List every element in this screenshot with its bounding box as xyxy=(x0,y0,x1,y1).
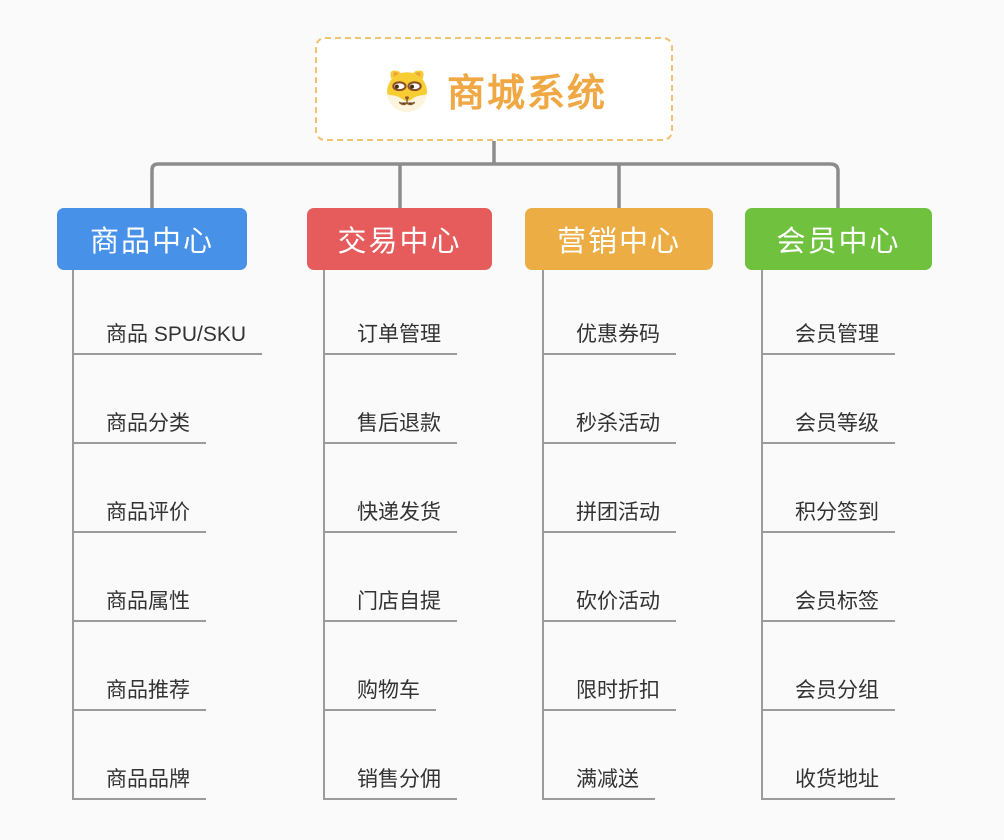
child-label: 商品评价 xyxy=(72,500,206,533)
child-node[interactable]: 收货地址 xyxy=(761,711,1003,800)
child-label: 商品推荐 xyxy=(72,678,206,711)
child-node[interactable]: 优惠券码 xyxy=(542,270,784,355)
child-label: 销售分佣 xyxy=(323,767,457,800)
child-label: 限时折扣 xyxy=(542,678,676,711)
child-label: 拼团活动 xyxy=(542,500,676,533)
children-column-members: 会员管理 会员等级 积分签到 会员标签 会员分组 收货地址 xyxy=(761,270,1003,800)
child-label: 会员管理 xyxy=(761,322,895,355)
root-node[interactable]: 商城系统 xyxy=(315,37,673,141)
child-node[interactable]: 拼团活动 xyxy=(542,444,784,533)
branch-label: 营销中心 xyxy=(556,226,681,258)
child-node[interactable]: 会员分组 xyxy=(761,622,1003,711)
branch-node-members[interactable]: 会员中心 xyxy=(745,208,932,270)
child-label: 订单管理 xyxy=(323,322,457,355)
child-node[interactable]: 会员等级 xyxy=(761,355,1003,444)
child-label: 商品分类 xyxy=(72,411,206,444)
child-node[interactable]: 秒杀活动 xyxy=(542,355,784,444)
root-title: 商城系统 xyxy=(446,72,607,115)
child-node[interactable]: 商品分类 xyxy=(72,355,314,444)
child-node[interactable]: 购物车 xyxy=(323,622,565,711)
child-node[interactable]: 商品推荐 xyxy=(72,622,314,711)
child-node[interactable]: 砍价活动 xyxy=(542,533,784,622)
child-node[interactable]: 门店自提 xyxy=(323,533,565,622)
child-node[interactable]: 会员标签 xyxy=(761,533,1003,622)
child-label: 会员标签 xyxy=(761,589,895,622)
child-node[interactable]: 快递发货 xyxy=(323,444,565,533)
child-node[interactable]: 订单管理 xyxy=(323,270,565,355)
child-label: 收货地址 xyxy=(761,767,895,800)
shiba-dog-icon xyxy=(386,70,427,113)
child-node[interactable]: 商品评价 xyxy=(72,444,314,533)
child-node[interactable]: 销售分佣 xyxy=(323,711,565,800)
branch-label: 会员中心 xyxy=(776,226,901,258)
child-node[interactable]: 满减送 xyxy=(542,711,784,800)
branch-label: 交易中心 xyxy=(337,226,462,258)
child-node[interactable]: 商品品牌 xyxy=(72,711,314,800)
child-label: 会员分组 xyxy=(761,678,895,711)
branch-node-trade[interactable]: 交易中心 xyxy=(307,208,492,270)
child-label: 购物车 xyxy=(323,678,436,711)
branch-node-marketing[interactable]: 营销中心 xyxy=(525,208,713,270)
children-column-trade: 订单管理 售后退款 快递发货 门店自提 购物车 销售分佣 xyxy=(323,270,565,800)
child-label: 售后退款 xyxy=(323,411,457,444)
child-node[interactable]: 商品 SPU/SKU xyxy=(72,270,314,355)
child-node[interactable]: 限时折扣 xyxy=(542,622,784,711)
child-node[interactable]: 售后退款 xyxy=(323,355,565,444)
child-label: 积分签到 xyxy=(761,500,895,533)
child-label: 会员等级 xyxy=(761,411,895,444)
child-label: 商品属性 xyxy=(72,589,206,622)
child-label: 门店自提 xyxy=(323,589,457,622)
children-column-products: 商品 SPU/SKU 商品分类 商品评价 商品属性 商品推荐 商品品牌 xyxy=(72,270,314,800)
child-node[interactable]: 商品属性 xyxy=(72,533,314,622)
branch-node-products[interactable]: 商品中心 xyxy=(57,208,247,270)
child-label: 快递发货 xyxy=(323,500,457,533)
children-column-marketing: 优惠券码 秒杀活动 拼团活动 砍价活动 限时折扣 满减送 xyxy=(542,270,784,800)
child-label: 满减送 xyxy=(542,767,655,800)
child-label: 优惠券码 xyxy=(542,322,676,355)
child-node[interactable]: 会员管理 xyxy=(761,270,1003,355)
child-label: 秒杀活动 xyxy=(542,411,676,444)
child-label: 砍价活动 xyxy=(542,589,676,622)
child-node[interactable]: 积分签到 xyxy=(761,444,1003,533)
child-label: 商品品牌 xyxy=(72,767,206,800)
child-label: 商品 SPU/SKU xyxy=(72,322,263,355)
branch-label: 商品中心 xyxy=(89,226,214,258)
